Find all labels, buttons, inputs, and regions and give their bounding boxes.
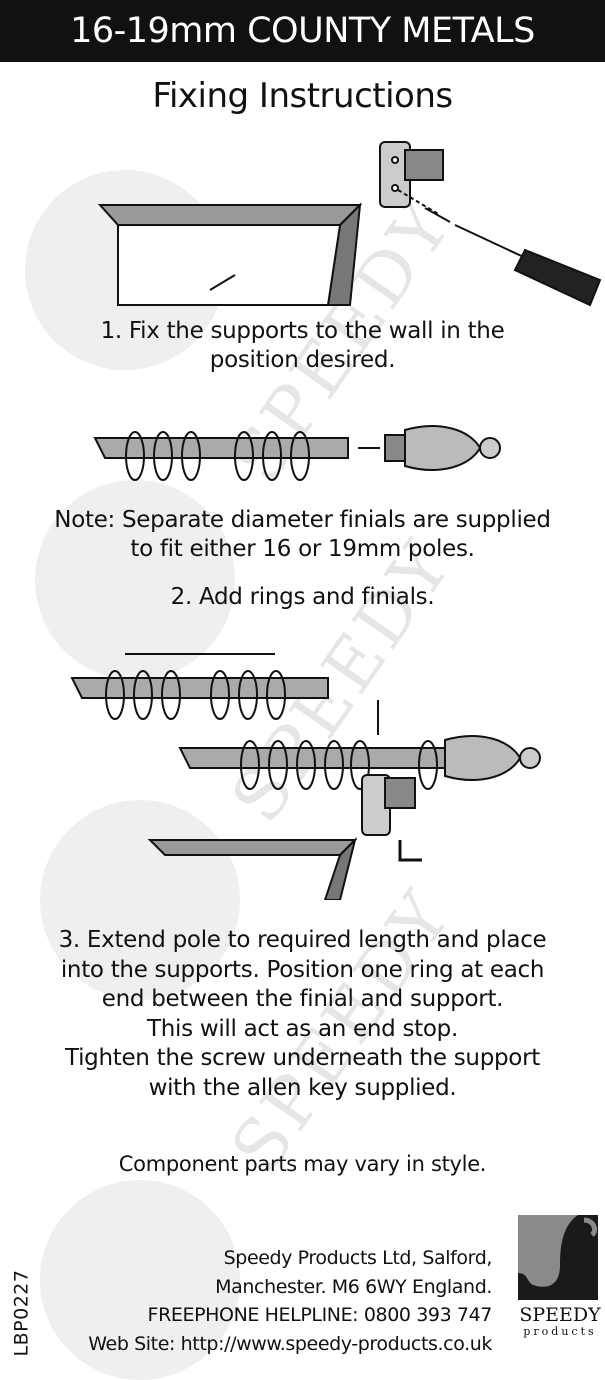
screwdriver-icon bbox=[454, 224, 602, 307]
website-link[interactable]: Web Site: http://www.speedy-products.co.… bbox=[88, 1332, 492, 1355]
bracket-icon bbox=[379, 141, 444, 216]
logo-sub: products bbox=[523, 1325, 597, 1338]
step1-text: 1. Fix the supports to the wall in the p… bbox=[0, 317, 605, 375]
rings-finial-illustration bbox=[93, 425, 501, 481]
step1-line: 1. Fix the supports to the wall in the bbox=[100, 318, 505, 344]
finial-icon bbox=[404, 425, 482, 471]
logo-name: SPEEDY bbox=[519, 1304, 601, 1326]
window-frame bbox=[97, 202, 363, 306]
page-title: 16-19mm COUNTY METALS bbox=[0, 0, 605, 62]
address-line: Manchester. M6 6WY England. bbox=[215, 1275, 492, 1298]
step3-line: end between the finial and support. bbox=[101, 986, 504, 1012]
step3-line: 3. Extend pole to required length and pl… bbox=[58, 927, 547, 953]
watermark-circle bbox=[40, 1180, 240, 1380]
watermark-circle bbox=[40, 800, 240, 1000]
wall-bracket-illustration bbox=[97, 141, 602, 307]
extend-pole-illustration bbox=[70, 653, 541, 900]
step3-line: into the supports. Position one ring at … bbox=[60, 956, 545, 983]
note-line: to fit either 16 or 19mm poles. bbox=[130, 536, 475, 562]
address-line: Speedy Products Ltd, Salford, bbox=[223, 1247, 493, 1269]
note-text: Note: Separate diameter finials are supp… bbox=[0, 506, 605, 564]
rings bbox=[125, 431, 310, 481]
disclaimer: Component parts may vary in style. bbox=[118, 1152, 487, 1176]
step2-text: 2. Add rings and finials. bbox=[170, 584, 435, 610]
speedy-logo: SPEEDY products bbox=[518, 1215, 602, 1338]
page-subtitle: Fixing Instructions bbox=[152, 76, 453, 116]
product-code: LBP0227 bbox=[10, 1269, 33, 1357]
step1-line: position desired. bbox=[209, 347, 396, 373]
note-line: Note: Separate diameter finials are supp… bbox=[54, 507, 551, 533]
watermark-circle bbox=[35, 480, 235, 680]
pole bbox=[93, 437, 349, 459]
company-address: Speedy Products Ltd, Salford, Manchester… bbox=[88, 1244, 492, 1358]
step3-text: 3. Extend pole to required length and pl… bbox=[0, 926, 605, 1103]
step3-line: with the allen key supplied. bbox=[148, 1074, 457, 1101]
step3-line: This will act as an end stop. bbox=[147, 1015, 458, 1042]
helpline: FREEPHONE HELPLINE: 0800 393 747 bbox=[147, 1304, 493, 1326]
screw-icon bbox=[424, 207, 451, 223]
logo-mark-icon bbox=[518, 1215, 598, 1300]
step3-line: Tighten the screw underneath the support bbox=[65, 1045, 540, 1071]
